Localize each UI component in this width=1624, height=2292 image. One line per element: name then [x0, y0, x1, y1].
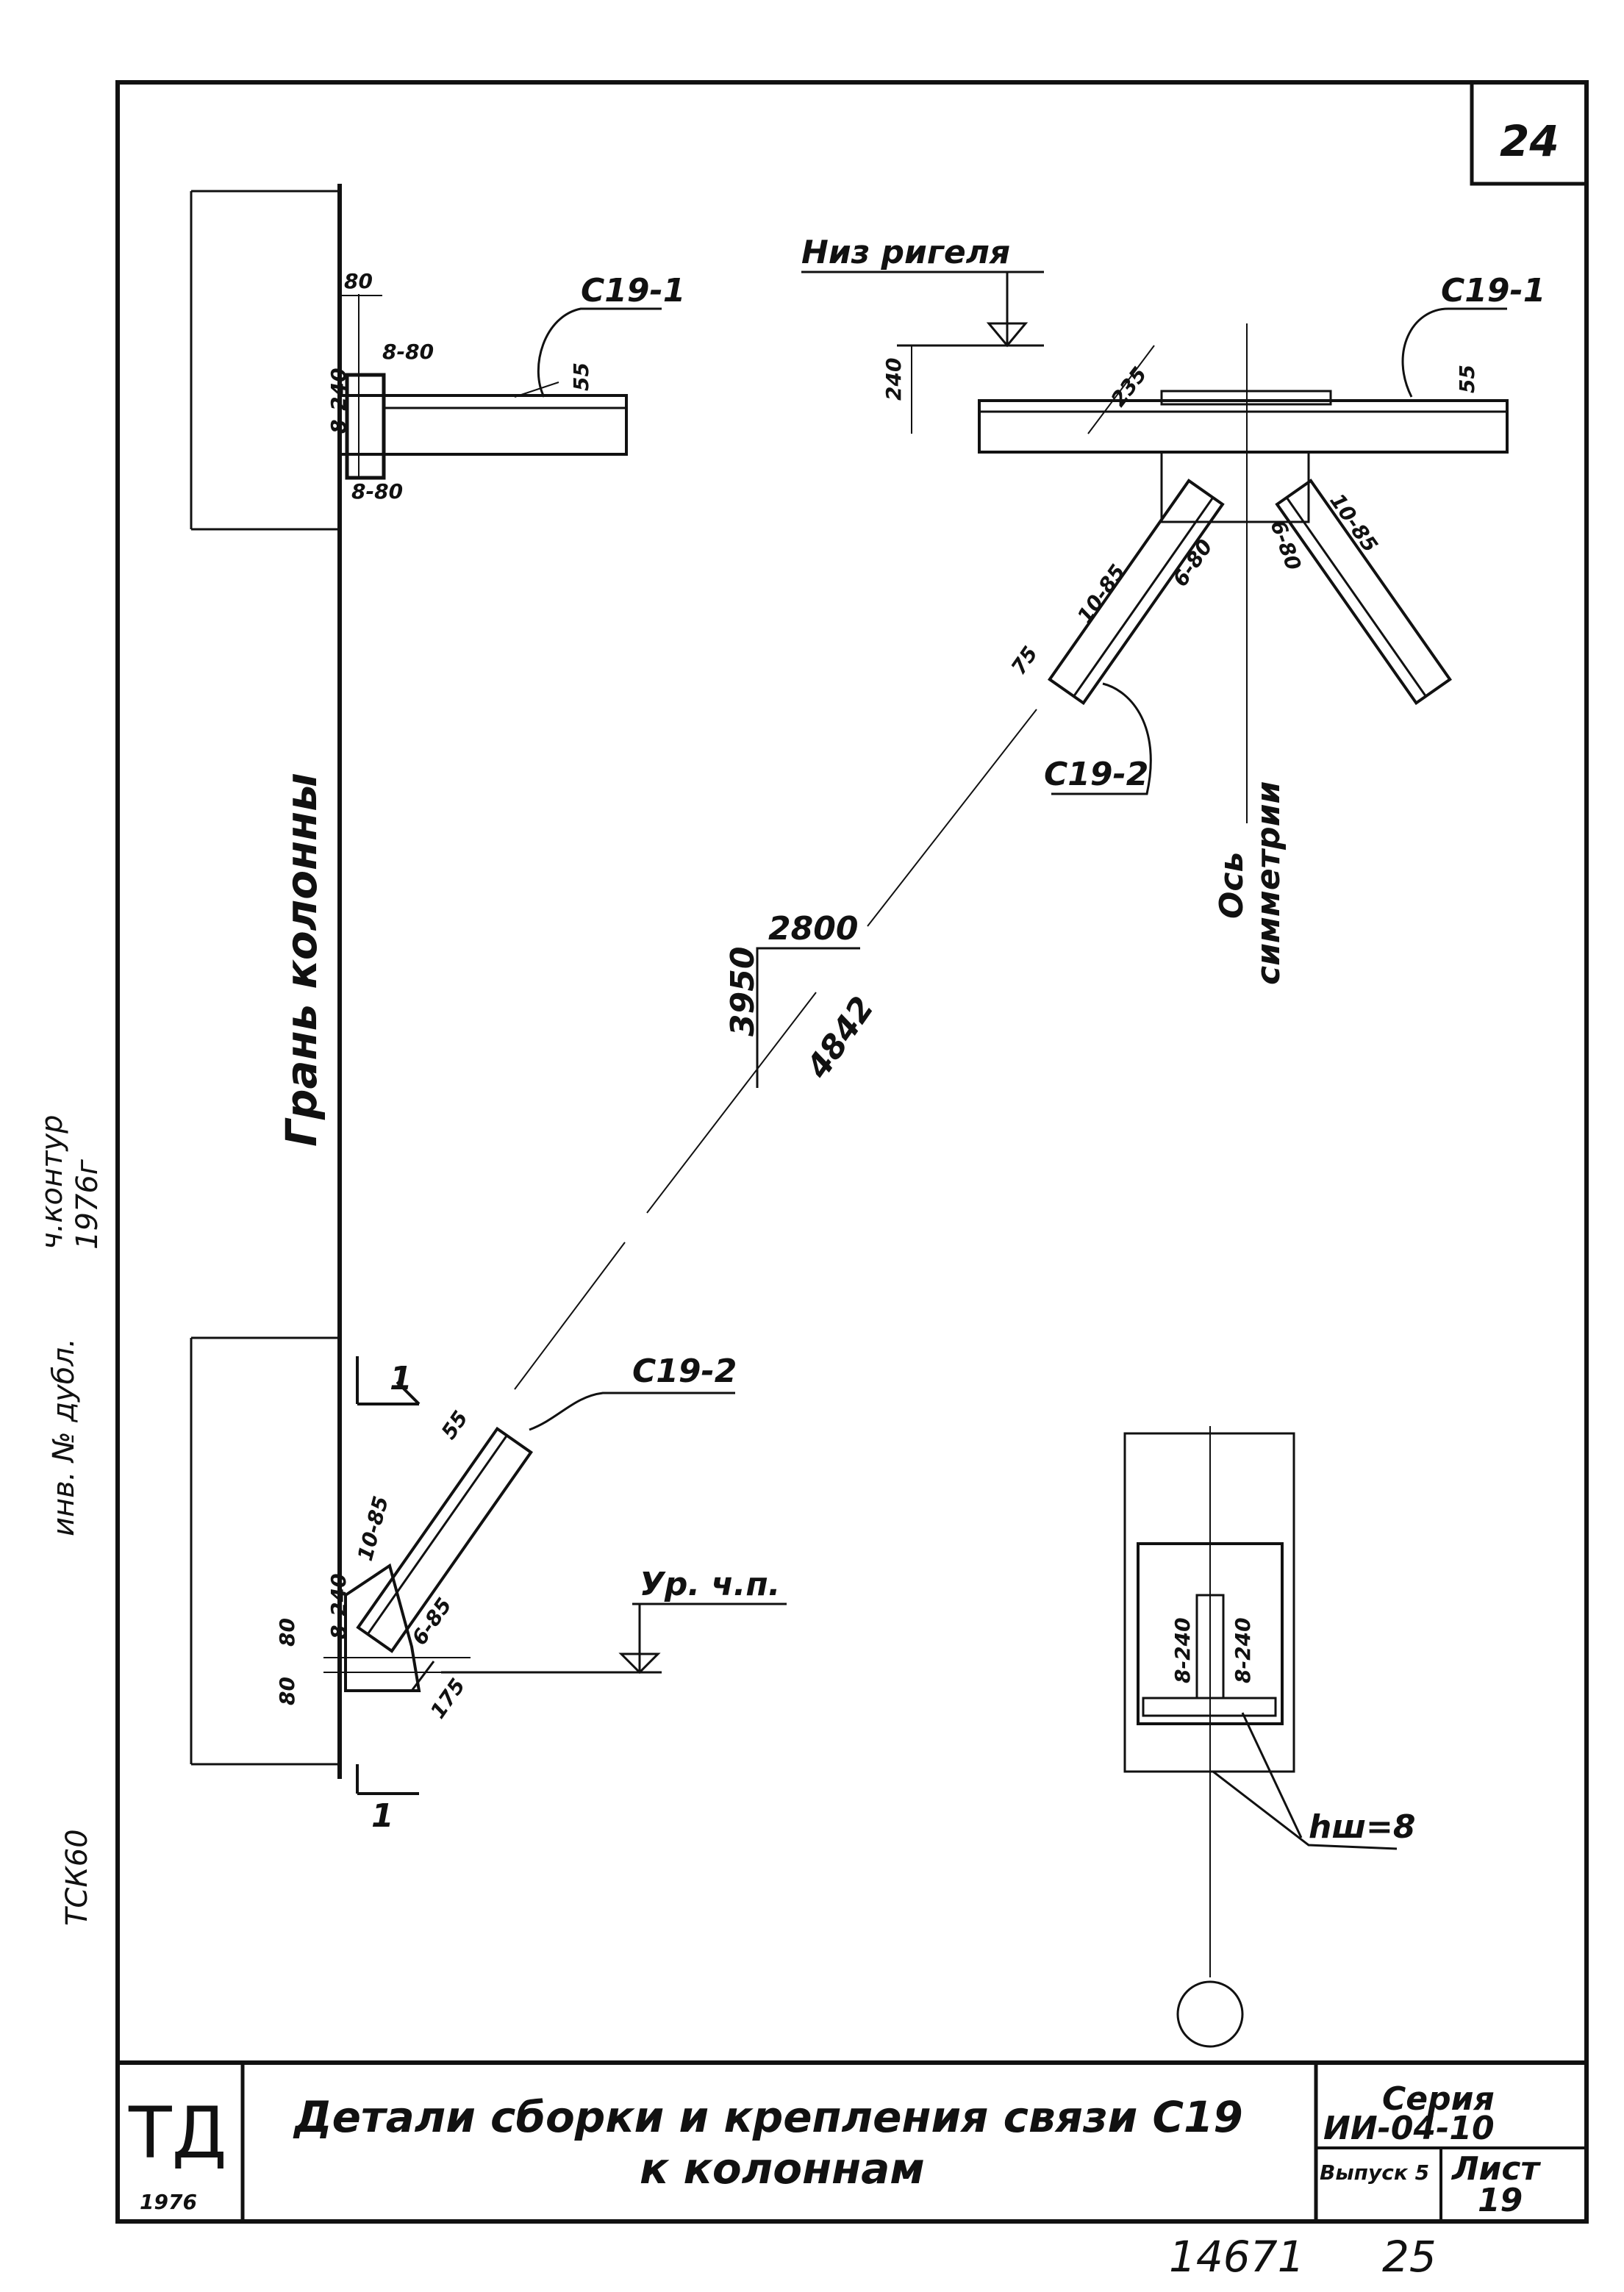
svg-text:80: 80: [344, 269, 373, 293]
svg-text:10-85: 10-85: [1073, 560, 1130, 628]
section-mark-top: 1: [390, 1360, 412, 1397]
svg-text:55: 55: [437, 1406, 473, 1444]
year: 1976: [140, 2190, 197, 2214]
column-face-label: Грань колонны: [276, 773, 326, 1147]
title-block: ТД 1976 Детали сборки и крепления связи …: [118, 2060, 1587, 2221]
margin-text-1: ч.контур: [35, 1115, 69, 1250]
svg-text:6-80: 6-80: [1168, 535, 1217, 591]
symmetry-axis-label-2: симметрии: [1250, 781, 1287, 985]
logo: ТД: [128, 2092, 227, 2174]
svg-text:6-85: 6-85: [407, 1594, 457, 1650]
svg-text:8-240: 8-240: [326, 1573, 351, 1639]
svg-text:55: 55: [1455, 365, 1479, 393]
c19-2-upper-label: С19-2: [1044, 756, 1148, 793]
slope-triangle: 2800 3950 4842: [724, 910, 881, 1088]
svg-text:235: 235: [1106, 362, 1152, 411]
svg-text:8-240: 8-240: [1170, 1617, 1195, 1683]
margin-text-3: инв. № дубл.: [47, 1338, 81, 1536]
svg-text:8-240: 8-240: [326, 368, 351, 434]
svg-text:80: 80: [275, 1677, 299, 1705]
svg-text:2800: 2800: [768, 910, 858, 948]
svg-text:75: 75: [1006, 642, 1042, 679]
title-line-1: Детали сборки и крепления связи С19: [293, 2092, 1243, 2142]
corner-number: 24: [1500, 116, 1559, 166]
svg-text:3950: 3950: [724, 947, 762, 1036]
weld-leg-label: hш=8: [1309, 1808, 1416, 1846]
brace-centerline: [514, 709, 1037, 1390]
section-1-1: 8-240 8-240 hш=8: [1123, 1426, 1416, 2048]
svg-text:175: 175: [426, 1674, 471, 1723]
section-mark-bottom: 1: [371, 1797, 394, 1835]
bolt-hole-circle: [1176, 1980, 1244, 2048]
page-number: 25: [1382, 2232, 1437, 2282]
svg-text:10-85: 10-85: [353, 1494, 393, 1564]
svg-text:55: 55: [569, 362, 593, 391]
column-face: Грань колонны: [190, 184, 342, 1779]
sheet-value: 19: [1478, 2182, 1523, 2219]
c19-1-right-label: С19-1: [1441, 272, 1545, 309]
title-line-2: к колоннам: [640, 2144, 925, 2193]
sheet-label: Лист: [1450, 2150, 1541, 2188]
svg-text:10-85: 10-85: [1325, 489, 1382, 556]
c19-1-left-label: С19-1: [581, 272, 685, 309]
svg-text:8-80: 8-80: [351, 479, 403, 504]
c19-2-lower-label: С19-2: [632, 1353, 737, 1390]
svg-text:4842: 4842: [799, 990, 882, 1086]
floor-level-label: Ур. ч.п.: [640, 1566, 781, 1603]
center-node: Ось симметрии Низ ригеля 240 С19-1 55 23…: [801, 234, 1545, 985]
girder-bottom-label: Низ ригеля: [801, 234, 1010, 271]
svg-text:80: 80: [275, 1618, 299, 1647]
issue-label: Выпуск 5: [1320, 2160, 1429, 2185]
inventory-number: 14671: [1169, 2232, 1305, 2282]
svg-text:8-240: 8-240: [1231, 1617, 1255, 1683]
margin-text-2: 1976г: [71, 1158, 104, 1250]
node-bottom-left: 1 1 С19-2 55 10-85 8-240 6-85 80 80 175 …: [275, 1353, 787, 1835]
series-label: Серия: [1382, 2080, 1495, 2118]
svg-text:240: 240: [881, 358, 906, 401]
series-value: ИИ-04-10: [1323, 2110, 1495, 2147]
svg-text:8-80: 8-80: [382, 340, 434, 364]
node-top-left: С19-1 80 8-240 8-80 8-80 55: [326, 269, 685, 504]
symmetry-axis-label-1: Ось: [1213, 852, 1251, 919]
margin-text-4: ТСК60: [60, 1829, 94, 1926]
sheet-frame: [115, 80, 1589, 2224]
svg-text:6-80: 6-80: [1265, 517, 1306, 573]
corner-box: [1470, 82, 1587, 186]
